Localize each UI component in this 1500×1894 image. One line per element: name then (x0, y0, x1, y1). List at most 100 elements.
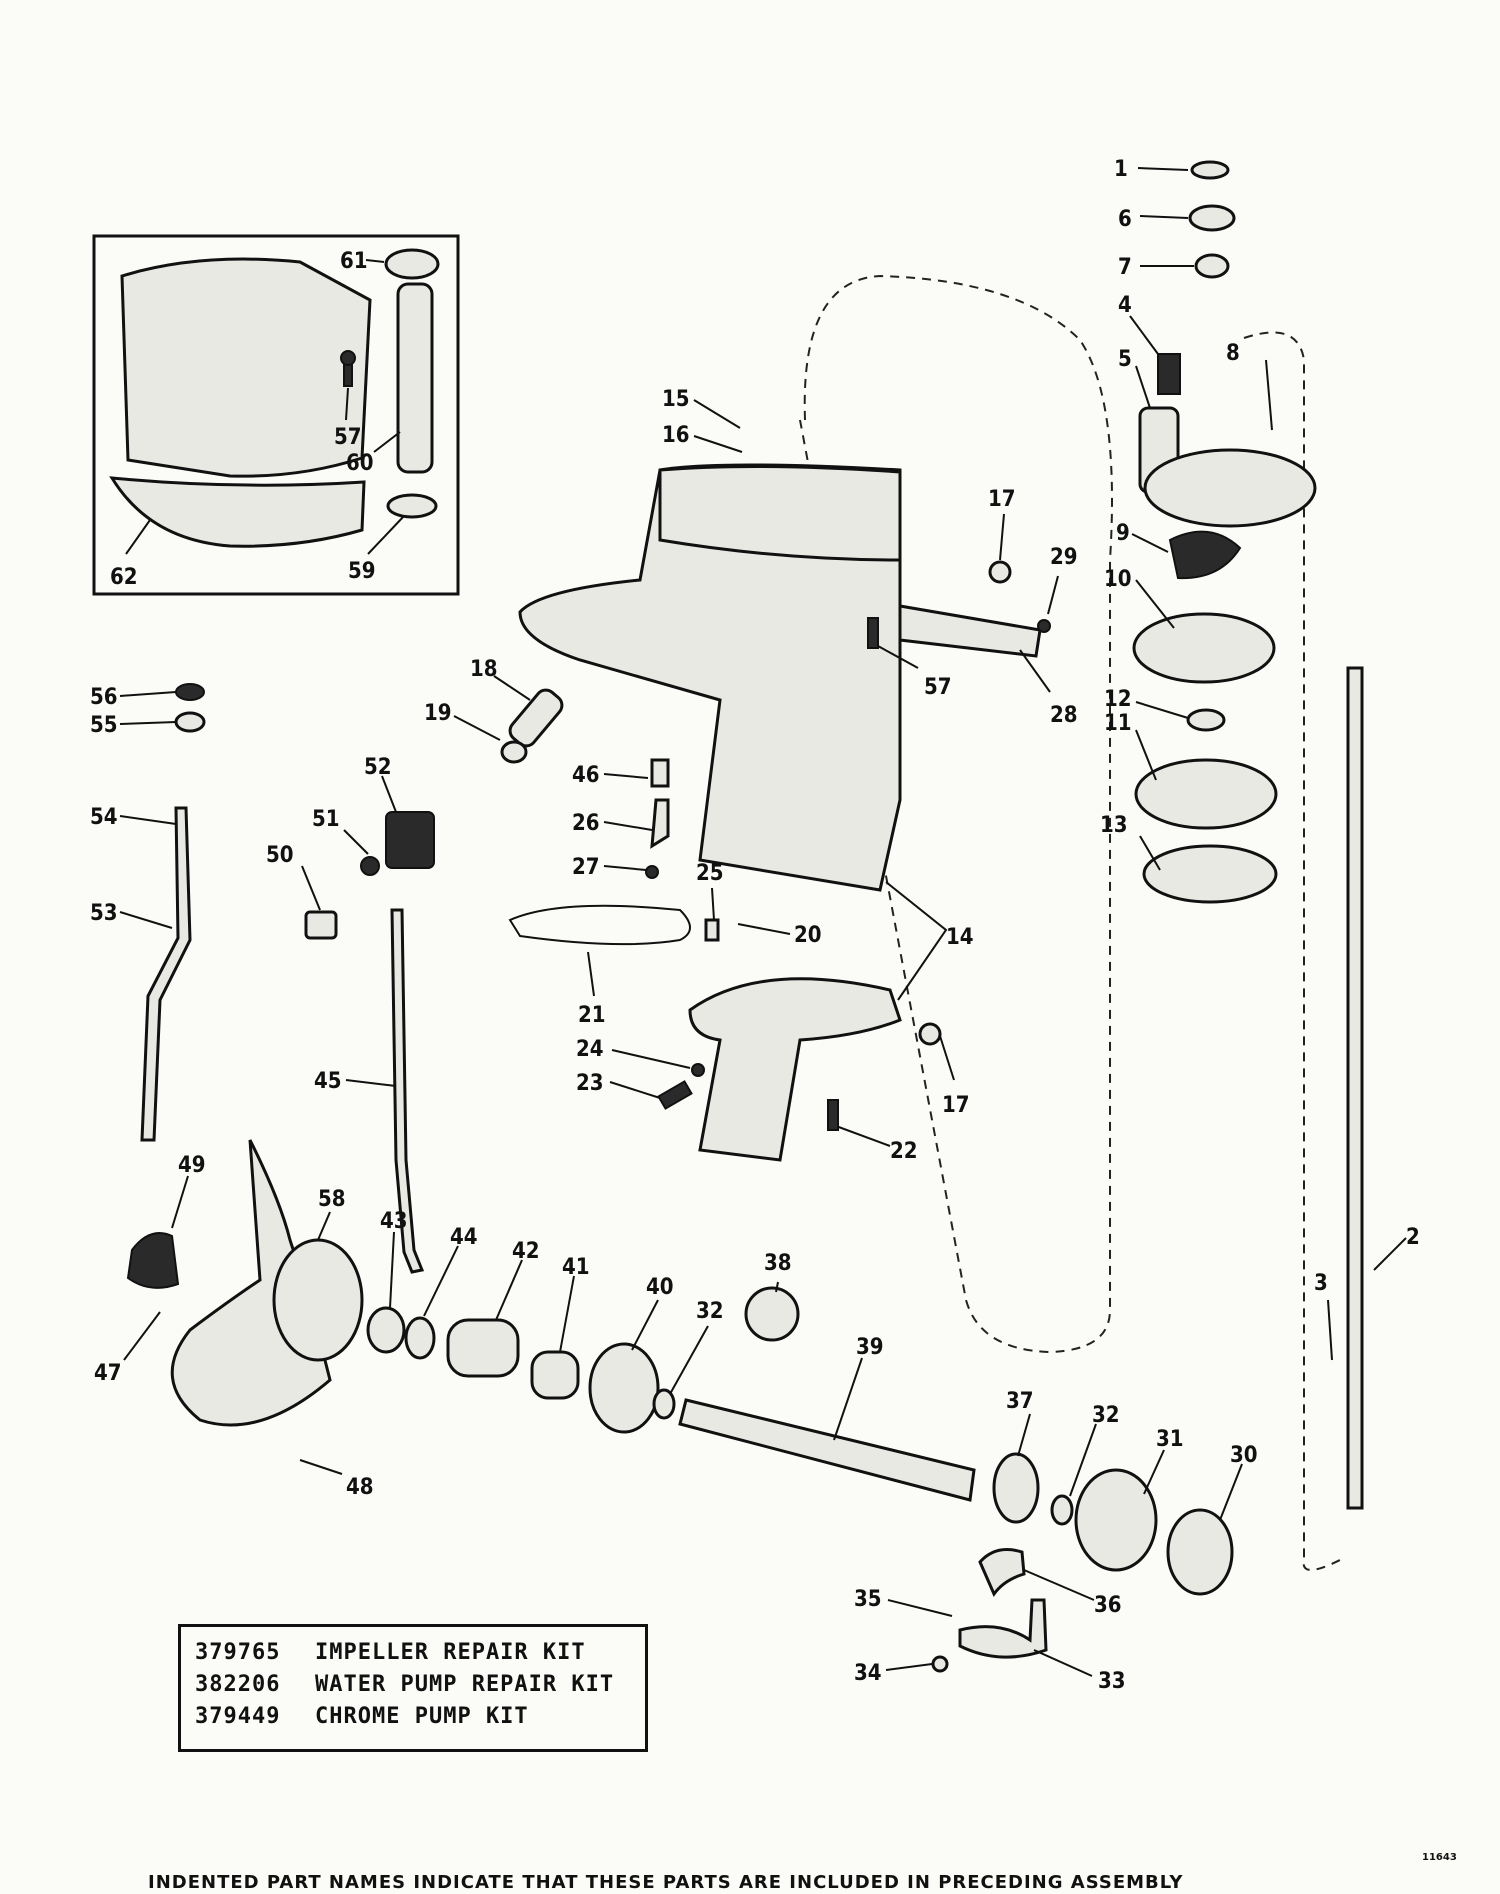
callout-26: 26 (572, 798, 670, 849)
callout-47: 47 (94, 1311, 161, 1386)
callout-label: 61 (340, 249, 368, 274)
callout-37: 37 (1006, 1389, 1034, 1457)
callout-23: 23 (576, 1071, 693, 1110)
callout-18: 18 (470, 657, 564, 748)
callout-label: 27 (572, 855, 600, 880)
drive-shaft-dashed-path (1243, 331, 1341, 1571)
callout-label: 22 (890, 1139, 918, 1164)
footnote: INDENTED PART NAMES INDICATE THAT THESE … (148, 1872, 1184, 1893)
callout-label: 20 (794, 923, 822, 948)
callout-label: 12 (1104, 687, 1132, 712)
callout-50: 50 (266, 843, 338, 940)
callout-label: 42 (512, 1239, 540, 1264)
callout-label: 17 (988, 487, 1016, 512)
callout-label: 7 (1118, 255, 1132, 280)
callout-1: 1 (1114, 157, 1189, 182)
callout-label: 31 (1156, 1427, 1184, 1452)
callout-32-left: 32 (669, 1299, 724, 1395)
gearcase-drawing (688, 977, 902, 1162)
callout-label: 54 (90, 805, 118, 830)
inset-frame (92, 234, 460, 596)
callout-27: 27 (572, 855, 659, 880)
callout-13: 13 (1100, 813, 1161, 871)
callout-label: 18 (470, 657, 498, 682)
callout-4: 4 (1118, 293, 1159, 355)
callout-2: 2 (1373, 1225, 1420, 1271)
callout-35: 35 (854, 1587, 953, 1617)
callout-39: 39 (833, 1335, 884, 1441)
callout-label: 33 (1098, 1669, 1126, 1694)
callout-label: 60 (346, 451, 374, 476)
callout-label: 44 (450, 1225, 478, 1250)
callout-label: 56 (90, 685, 118, 710)
callout-22: 22 (827, 1099, 918, 1164)
callout-label: 37 (1006, 1389, 1034, 1414)
callout-28: 28 (898, 604, 1078, 728)
callout-label: 34 (854, 1661, 882, 1686)
callout-42: 42 (495, 1239, 540, 1321)
water-pump-drawing (1132, 160, 1317, 904)
callout-label: 58 (318, 1187, 346, 1212)
callout-32-right: 32 (1069, 1403, 1120, 1497)
callout-label: 26 (572, 811, 600, 836)
callout-33: 33 (958, 1598, 1126, 1694)
callout-19: 19 (424, 701, 528, 764)
callout-label: 62 (110, 565, 138, 590)
callout-label: 50 (266, 843, 294, 868)
callout-label: 19 (424, 701, 452, 726)
callout-62: 62 (110, 519, 151, 590)
callout-label: 38 (764, 1251, 792, 1276)
callout-label: 6 (1118, 207, 1132, 232)
kit-row: 379765 IMPELLER REPAIR KIT (195, 1637, 631, 1669)
callout-label: 11 (1104, 711, 1132, 736)
callout-7: 7 (1118, 255, 1194, 280)
callout-label: 59 (348, 559, 376, 584)
callout-label: 10 (1104, 567, 1132, 592)
callout-51: 51 (312, 807, 380, 876)
callout-41: 41 (559, 1255, 590, 1353)
callout-36: 36 (978, 1548, 1122, 1618)
callout-10: 10 (1104, 567, 1175, 629)
callout-48: 48 (299, 1459, 374, 1500)
callout-label: 41 (562, 1255, 590, 1280)
callout-label: 9 (1116, 521, 1130, 546)
callout-label: 32 (1092, 1403, 1120, 1428)
kit-number: 382206 (195, 1672, 281, 1697)
callout-label: 8 (1226, 341, 1240, 366)
propeller-drawing (126, 1139, 364, 1427)
kit-name: CHROME PUMP KIT (315, 1704, 529, 1729)
callout-label: 39 (856, 1335, 884, 1360)
callout-45: 45 (314, 1069, 397, 1094)
callout-label: 29 (1050, 545, 1078, 570)
inset-housing-drawing (109, 248, 440, 548)
callout-label: 14 (946, 925, 974, 950)
callout-label: 43 (380, 1209, 408, 1234)
callout-61: 61 (340, 249, 385, 274)
callout-label: 48 (346, 1475, 374, 1500)
kit-row: 379449 CHROME PUMP KIT (195, 1701, 631, 1733)
callout-55: 55 (90, 711, 206, 738)
callout-30: 30 (1219, 1443, 1258, 1521)
callout-58: 58 (317, 1187, 346, 1241)
callout-56: 56 (90, 683, 205, 710)
callout-12: 12 (1104, 687, 1189, 719)
callout-label: 24 (576, 1037, 604, 1062)
callout-17-upper: 17 (988, 487, 1016, 584)
callout-38: 38 (764, 1251, 792, 1293)
callout-label: 32 (696, 1299, 724, 1324)
callout-label: 16 (662, 423, 690, 448)
callout-label: 23 (576, 1071, 604, 1096)
callout-17-lower: 17 (918, 1022, 970, 1118)
drive-shaft-drawing (1346, 666, 1364, 1510)
propeller-shaft-drawing (366, 1286, 1234, 1596)
callout-57-inset: 57 (334, 387, 362, 450)
callout-3: 3 (1314, 1271, 1333, 1361)
callout-46: 46 (572, 758, 670, 788)
callout-53: 53 (90, 901, 173, 929)
callout-20: 20 (737, 923, 822, 948)
callout-label: 55 (90, 713, 118, 738)
kit-row: 382206 WATER PUMP REPAIR KIT (195, 1669, 631, 1701)
callout-21: 21 (508, 904, 691, 1028)
callout-52: 52 (364, 755, 397, 813)
